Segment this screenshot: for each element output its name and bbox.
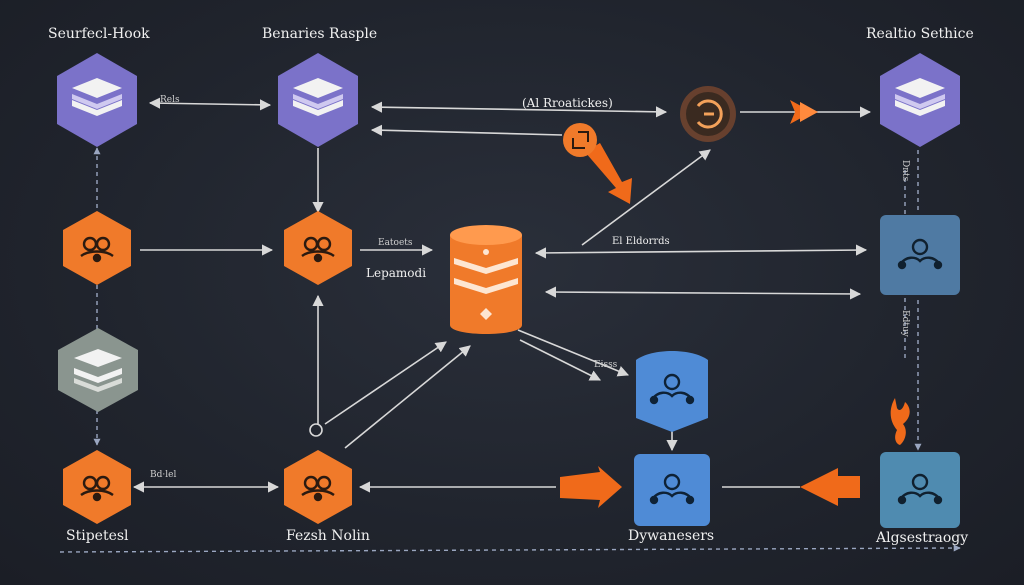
layers-icon (895, 78, 945, 116)
arrow-n6-n7 (534, 244, 868, 259)
layers-icon (72, 78, 122, 116)
arrow-n2-n14 (370, 124, 563, 136)
accent-arrow-right-top-b (800, 102, 818, 122)
cloud-chain-icon (80, 475, 114, 502)
label-center-mid: Lepamodi (366, 266, 427, 280)
cloud-chain-icon (80, 236, 114, 263)
layers-icon (293, 78, 343, 116)
dashed-connectors (59, 147, 961, 553)
label-bottom-center: Fezsh Nolin (286, 528, 370, 544)
arrow-n11-n6-b (344, 345, 471, 449)
database-icon (454, 249, 518, 320)
node-n13[interactable] (880, 452, 960, 528)
accent-arrows (560, 100, 910, 508)
node-n10[interactable] (63, 450, 131, 524)
arrow-diag-up (581, 149, 711, 246)
node-n14[interactable] (563, 123, 597, 157)
layers-icon (74, 349, 122, 392)
node-n1[interactable] (57, 53, 137, 147)
small-label-c: Bd·lel (150, 470, 177, 480)
node-n7[interactable] (880, 215, 960, 295)
small-label-b: Rels (160, 95, 180, 105)
node-n4[interactable] (63, 211, 131, 285)
node-n2[interactable] (278, 53, 358, 147)
accent-arrow-bottom-left (800, 468, 860, 506)
arrow-n6-n9 (517, 329, 630, 377)
node-n12[interactable] (634, 454, 710, 526)
node-n9[interactable] (636, 351, 708, 432)
network-icon (897, 473, 943, 505)
label-arrow-top: (Al Rroatickes) (522, 96, 613, 110)
ring-icon (696, 99, 723, 129)
accent-arrow-diagonal (585, 143, 632, 204)
link-icon (572, 131, 589, 149)
label-bottom-right: Algsestraogy (876, 530, 969, 546)
node-n3[interactable] (880, 53, 960, 147)
node-n6[interactable] (450, 225, 522, 334)
small-label-d: Eisss (594, 360, 618, 370)
label-top-right: Realtio Sethice (866, 26, 974, 42)
label-arrow-middle: El Eldorrds (612, 236, 670, 247)
small-label-f: Edtuy (900, 310, 910, 337)
network-icon (649, 473, 695, 505)
arrow-n2-n15 (370, 101, 668, 118)
label-bottom-left: Stipetesl (66, 528, 129, 544)
arrow-n6-n9-b (519, 339, 602, 381)
connectors (132, 97, 872, 493)
network-icon (649, 373, 695, 405)
label-top-left: Seurfecl-Hook (48, 26, 150, 42)
label-bottom-right-center: Dywanesers (628, 528, 715, 544)
small-label-e: Dnts (900, 160, 910, 182)
pin-marker (309, 423, 323, 437)
accent-arrow-bottom-right (560, 466, 622, 508)
arrow-n6-n7-lower (544, 286, 862, 300)
node-n8[interactable] (58, 328, 138, 412)
arrow-n1-n2 (148, 97, 272, 111)
network-icon (897, 238, 943, 270)
node-n11[interactable] (284, 450, 352, 524)
arrow-n11-n6 (324, 341, 447, 425)
node-n5[interactable] (284, 211, 352, 285)
accent-flame (890, 398, 910, 445)
dash-bottom (59, 544, 961, 553)
label-top-center: Benaries Rasple (262, 26, 378, 42)
cloud-chain-icon (301, 475, 335, 502)
cloud-chain-icon (301, 236, 335, 263)
node-n15[interactable] (680, 86, 736, 142)
small-label-a: Eatoets (378, 238, 413, 248)
